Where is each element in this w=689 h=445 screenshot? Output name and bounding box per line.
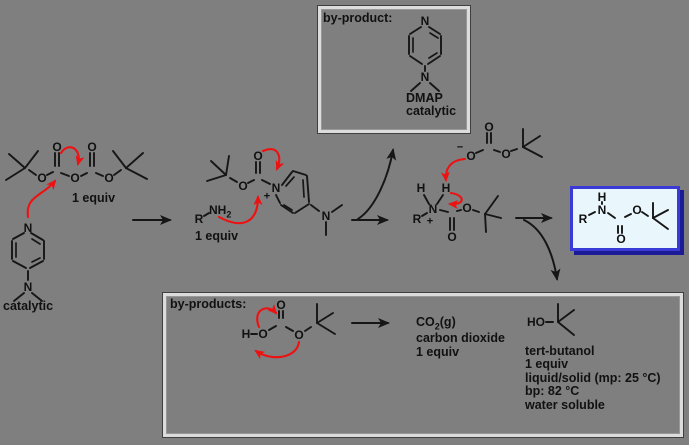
atom-nh2: NH2 <box>209 203 232 220</box>
atom-o-ester: O <box>632 203 642 217</box>
atom-o-ester: O <box>104 171 114 185</box>
atom-ho-group: HO <box>527 315 545 329</box>
co2-name-label: carbon dioxide <box>416 331 505 345</box>
atom-n-pyridine: N <box>23 221 33 235</box>
atom-o-carbonyl: O <box>447 230 457 244</box>
atom-r-group: R <box>578 212 588 226</box>
tbuoh-name-label: tert-butanol <box>525 344 595 358</box>
byproducts-box <box>163 293 683 437</box>
atom-n-pyridinium: N <box>271 181 281 195</box>
byproduct-box-title: by-product: <box>323 11 393 25</box>
atom-o-hydroxyl: O <box>258 327 268 341</box>
atom-r-group: R <box>412 212 422 226</box>
atom-n-amine: N <box>23 280 33 294</box>
equiv-label: 1 equiv <box>195 229 239 243</box>
atom-o-ester: O <box>238 179 248 193</box>
plus-charge: + <box>263 190 271 203</box>
tbuoh-bp-label: bp: 82 °C <box>525 384 580 398</box>
atom-n-carbamate: N <box>597 203 607 217</box>
catalytic-label: catalytic <box>3 299 54 313</box>
minus-charge: − <box>456 141 464 154</box>
tbuoh-phase-label: liquid/solid (mp: 25 °C) <box>525 371 661 385</box>
atom-h: H <box>441 181 451 195</box>
dmap-name-label: DMAP <box>406 91 443 105</box>
atom-r-group: R <box>194 212 204 226</box>
atom-o-ester: O <box>37 171 47 185</box>
atom-o-ester: O <box>462 201 472 215</box>
co2-formula: CO2(g) <box>416 315 456 332</box>
byproduct-box <box>318 6 470 133</box>
atom-n-amine: N <box>321 209 331 223</box>
co2-equiv-label: 1 equiv <box>416 345 460 359</box>
atom-o-carbonyl: O <box>253 149 263 163</box>
atom-o-carbonyl: O <box>276 298 286 312</box>
atom-n-pyridine: N <box>420 14 430 28</box>
dmap-catalytic-label: catalytic <box>406 104 457 118</box>
plus-charge: + <box>426 215 434 228</box>
byproducts-box-title: by-products: <box>170 297 247 311</box>
atom-o-ester: O <box>294 328 304 342</box>
atom-h: H <box>597 190 607 204</box>
tbuoh-equiv-label: 1 equiv <box>525 357 569 371</box>
atom-h: H <box>241 327 251 341</box>
atom-o-central: O <box>70 171 80 185</box>
atom-n-amine: N <box>420 70 430 84</box>
atom-o-anion: O <box>466 149 476 163</box>
atom-o-carbonyl: O <box>616 232 626 246</box>
atom-o-carbonyl: O <box>484 120 494 134</box>
equiv-label: 1 equiv <box>72 191 116 205</box>
atom-n-ammonium: N <box>428 202 438 216</box>
atom-h: H <box>416 181 426 195</box>
tbuoh-solubility-label: water soluble <box>525 398 605 412</box>
atom-o-carbonyl: O <box>52 140 62 154</box>
atom-o-ester: O <box>501 147 511 161</box>
atom-o-carbonyl: O <box>87 140 97 154</box>
